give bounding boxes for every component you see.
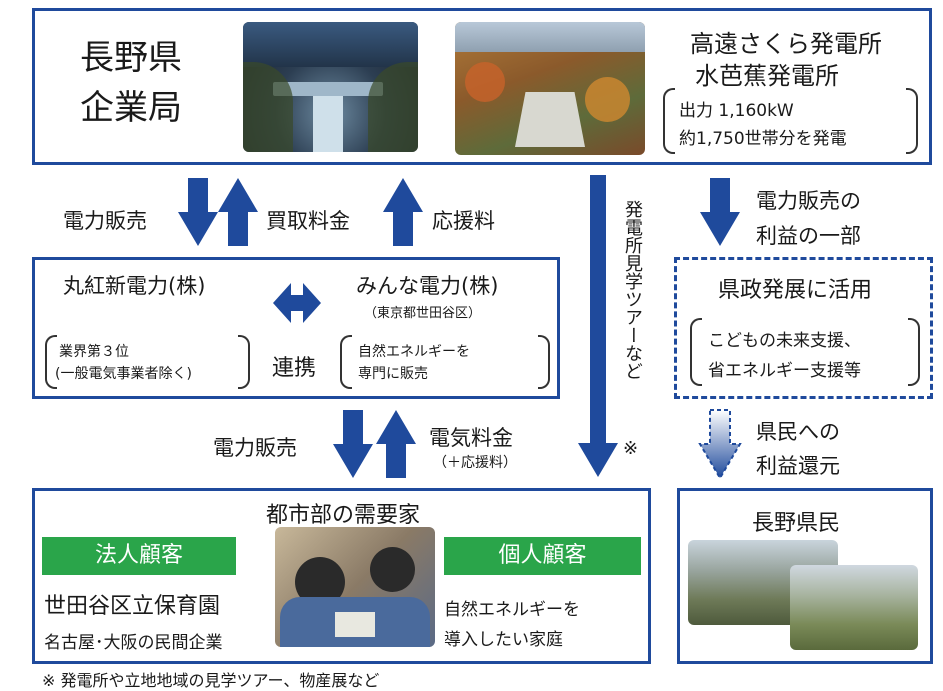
arrow-down-return-icon bbox=[698, 409, 742, 480]
flow-return-line1: 県民への bbox=[756, 420, 840, 444]
minna-note-bracket: 自然エネルギーを 専門に販売 bbox=[340, 335, 550, 389]
link-label: 連携 bbox=[272, 356, 317, 381]
flow-tour-mark: ※ bbox=[623, 438, 639, 459]
minna-note-2: 専門に販売 bbox=[358, 366, 428, 382]
individual-line-2: 導入したい家庭 bbox=[444, 630, 563, 650]
agency-name-line2: 企業局 bbox=[80, 88, 182, 128]
arrow-up-support-icon bbox=[383, 178, 423, 246]
prefecture-use-line2: 省エネルギー支援等 bbox=[708, 361, 861, 381]
link-double-arrow-icon bbox=[273, 283, 321, 323]
plant-name-2: 水芭蕉発電所 bbox=[695, 62, 839, 90]
retailers-box bbox=[32, 257, 560, 399]
flow-sale-bottom: 電力販売 bbox=[213, 436, 297, 460]
arrow-down-profit-icon bbox=[700, 178, 740, 246]
consumers-title: 都市部の需要家 bbox=[266, 503, 421, 528]
plant-households: 約1,750世帯分を発電 bbox=[679, 129, 847, 149]
marubeni-note-2: (一般電気事業者除く) bbox=[55, 366, 192, 382]
residents-title: 長野県民 bbox=[752, 511, 841, 536]
dam-autumn-photo bbox=[455, 22, 645, 155]
flow-support-fee: 応援料 bbox=[432, 209, 495, 233]
plant-output: 出力 1,160kW bbox=[679, 101, 794, 121]
flow-purchase-fee: 買取料金 bbox=[266, 209, 350, 233]
marubeni-note-1: 業界第３位 bbox=[59, 344, 129, 360]
dam-night-photo bbox=[243, 22, 418, 152]
agency-name-line1: 長野県 bbox=[80, 38, 182, 78]
arrow-down-sale-icon bbox=[178, 178, 218, 246]
plant-spec-bracket: 出力 1,160kW 約1,750世帯分を発電 bbox=[663, 88, 918, 154]
flow-profit-line1: 電力販売の bbox=[756, 189, 861, 213]
flow-sale-top: 電力販売 bbox=[63, 209, 147, 233]
minna-name: みんな電力(株) bbox=[356, 274, 499, 298]
prefecture-use-line1: こどもの未来支援、 bbox=[708, 331, 861, 351]
marubeni-name: 丸紅新電力(株) bbox=[63, 274, 206, 298]
arrow-up-purchase-icon bbox=[218, 178, 258, 246]
corporate-label: 法人顧客 bbox=[42, 537, 236, 575]
prefecture-use-box bbox=[674, 257, 933, 399]
individual-line-1: 自然エネルギーを bbox=[444, 600, 580, 620]
corporate-item-2: 名古屋･大阪の民間企業 bbox=[44, 633, 223, 653]
prefecture-use-bracket: こどもの未来支援、 省エネルギー支援等 bbox=[690, 318, 920, 386]
flow-profit-line2: 利益の一部 bbox=[756, 224, 861, 248]
minna-location: （東京都世田谷区） bbox=[364, 306, 482, 321]
flow-return-line2: 利益還元 bbox=[756, 454, 840, 478]
town-photo-2 bbox=[790, 565, 918, 650]
individual-label: 個人顧客 bbox=[444, 537, 641, 575]
arrow-down-sale2-icon bbox=[333, 410, 373, 478]
plant-name-1: 高遠さくら発電所 bbox=[690, 30, 882, 58]
corporate-item-1: 世田谷区立保育園 bbox=[44, 594, 221, 619]
prefecture-use-title: 県政発展に活用 bbox=[718, 278, 873, 303]
marubeni-note-bracket: 業界第３位 (一般電気事業者除く) bbox=[45, 335, 250, 389]
arrow-up-fee-icon bbox=[376, 410, 416, 478]
footnote: ※ 発電所や立地地域の見学ツアー、物産展など bbox=[42, 671, 380, 690]
arrow-down-tour-icon bbox=[578, 175, 618, 477]
flow-electric-fee-note: （＋応援料） bbox=[433, 455, 517, 471]
flow-electric-fee: 電気料金 bbox=[429, 426, 513, 450]
children-photo bbox=[275, 527, 435, 647]
minna-note-1: 自然エネルギーを bbox=[358, 344, 470, 360]
flow-tour-vertical: 発電所見学ツアーなど bbox=[622, 200, 643, 380]
